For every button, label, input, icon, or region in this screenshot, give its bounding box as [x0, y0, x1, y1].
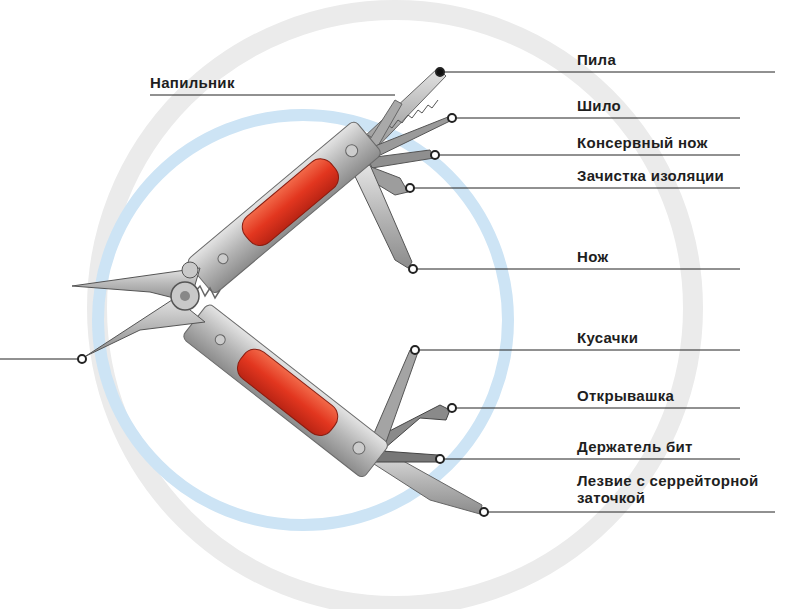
leader-line	[456, 118, 740, 119]
part-label: Открывашка	[577, 387, 737, 404]
part-label: Пила	[577, 51, 777, 68]
part-label: Шило	[577, 97, 737, 114]
part-label: Напильник	[150, 74, 390, 91]
leader-line	[440, 72, 775, 73]
part-label: Нож	[577, 248, 737, 265]
part-label: Держатель бит	[577, 438, 737, 455]
part-label: Консервный нож	[577, 134, 737, 151]
wood-insert	[232, 344, 344, 442]
lower-tools	[360, 350, 482, 514]
cutter	[372, 350, 418, 445]
leader-line	[417, 269, 740, 270]
leader-line	[414, 188, 740, 189]
leader-line	[439, 155, 740, 156]
leader-dot	[448, 114, 456, 122]
wood-insert	[237, 153, 345, 251]
leader-dot	[78, 355, 86, 363]
handle-frame	[181, 303, 389, 479]
leader-dot	[448, 404, 456, 412]
leader-dot	[409, 265, 417, 273]
rivet	[343, 142, 360, 159]
leader-line	[150, 95, 395, 96]
leader-dot	[436, 455, 444, 463]
part-label: Кусачки	[577, 329, 737, 346]
leader-lines	[0, 72, 775, 512]
leader-line	[488, 512, 775, 513]
rivet	[213, 333, 227, 347]
pivot-center	[180, 291, 190, 301]
leader-dot	[480, 508, 488, 516]
leader-line	[444, 459, 740, 460]
rivet	[216, 252, 230, 266]
lower-handle	[181, 303, 389, 479]
leader-dots	[78, 68, 488, 516]
leader-line	[0, 359, 78, 360]
leader-dot	[431, 151, 439, 159]
pivot	[182, 262, 198, 278]
rivet	[350, 440, 367, 457]
leader-dot	[406, 184, 414, 192]
pliers-jaws	[72, 262, 220, 356]
leader-line	[419, 350, 740, 351]
leader-dot	[411, 346, 419, 354]
pivot	[171, 282, 199, 310]
part-label: Лезвие с серрейторной заточкой	[577, 472, 787, 506]
handle-frame	[186, 120, 383, 295]
leader-dot	[436, 68, 444, 76]
part-label: Зачистка изоляции	[577, 167, 747, 184]
leader-line	[456, 408, 740, 409]
upper-handle	[186, 120, 383, 295]
knife-blade	[352, 165, 412, 268]
